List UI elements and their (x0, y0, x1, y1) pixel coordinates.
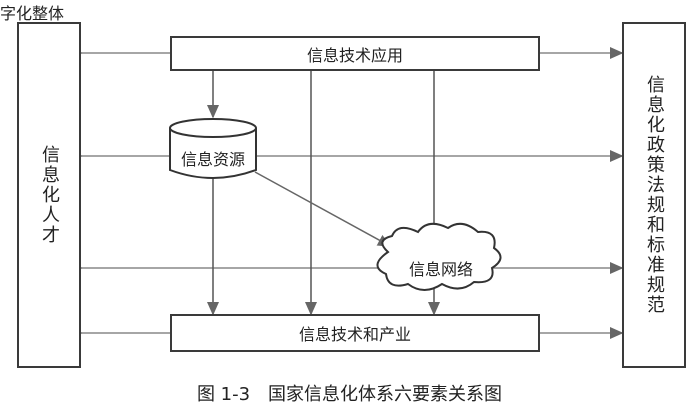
top-cropped-label: 字化整体 (0, 4, 65, 23)
policy-box: 信息化政策法规和标准规范 (622, 22, 686, 368)
talent-label: 信息化人才 (39, 145, 60, 245)
network-node (376, 222, 502, 291)
figure-caption: 图 1-3 国家信息化体系六要素关系图 (196, 384, 503, 405)
app-box: 信息技术应用 (170, 36, 540, 71)
resource-label: 信息资源 (180, 150, 245, 169)
industry-label: 信息技术和产业 (298, 325, 411, 344)
industry-box: 信息技术和产业 (170, 314, 540, 352)
network-label: 信息网络 (408, 260, 473, 279)
talent-box: 信息化人才 (17, 22, 81, 368)
app-label: 信息技术应用 (306, 45, 403, 65)
resource-node (169, 118, 257, 179)
policy-label: 信息化政策法规和标准规范 (644, 75, 665, 315)
arrow-resource-to-network (254, 171, 392, 247)
